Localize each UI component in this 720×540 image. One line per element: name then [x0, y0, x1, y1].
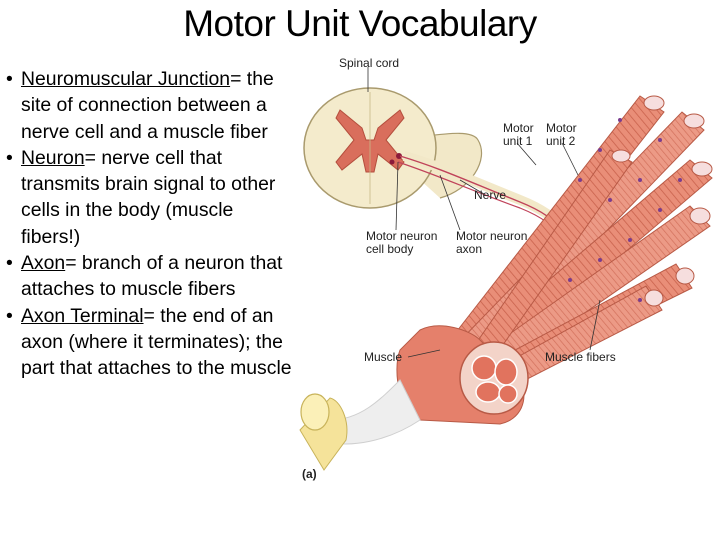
label-motor-unit-2-b: unit 2 [546, 134, 576, 148]
vocabulary-list: • Neuromuscular Junction= the site of co… [4, 66, 296, 382]
bullet-icon: • [6, 68, 13, 90]
label-motor-unit-2: Motor [546, 121, 577, 135]
muscle-bundle [299, 325, 529, 471]
spinal-cord-diagram [303, 87, 583, 249]
bullet-icon: • [6, 146, 13, 169]
vocab-definition: = the site of connection between a nerve… [21, 68, 274, 143]
vocab-definition: = the end of an axon (where it terminate… [21, 304, 292, 380]
list-item: • Axon Terminal= the end of an axon (whe… [4, 303, 296, 382]
label-cell-body-b: cell body [366, 242, 413, 256]
page-title: Motor Unit Vocabulary [183, 3, 537, 44]
label-axon: Motor neuron [456, 229, 527, 243]
list-item: • Neuromuscular Junction= the site of co… [4, 66, 296, 145]
label-nerve: Nerve [474, 188, 506, 202]
vocab-term: Neuromuscular Junction [21, 68, 231, 90]
bullet-icon: • [6, 304, 13, 327]
vocab-definition: = nerve cell that transmits brain signal… [21, 146, 276, 248]
list-item: • Axon= branch of a neuron that attaches… [4, 250, 296, 303]
label-spinal-cord: Spinal cord [339, 56, 399, 70]
vocab-term: Neuron [21, 146, 85, 169]
label-cell-body: Motor neuron [366, 229, 437, 243]
list-item: • Neuron= nerve cell that transmits brai… [4, 145, 296, 250]
vocab-definition: = branch of a neuron that attaches to mu… [21, 252, 283, 301]
vocab-term: Axon [21, 252, 66, 275]
label-motor-unit-1-b: unit 1 [503, 134, 533, 148]
label-axon-b: axon [456, 242, 482, 256]
label-panel: (a) [302, 467, 317, 481]
label-motor-unit-1: Motor [503, 121, 534, 135]
leader-lines [367, 67, 601, 358]
vocab-term: Axon Terminal [21, 304, 144, 327]
motor-unit-illustration: Spinal cord Motor unit 1 Motor unit 2 Ne… [299, 56, 713, 481]
label-muscle-fibers: Muscle fibers [545, 350, 616, 364]
label-muscle: Muscle [364, 350, 402, 364]
bullet-icon: • [6, 252, 13, 275]
